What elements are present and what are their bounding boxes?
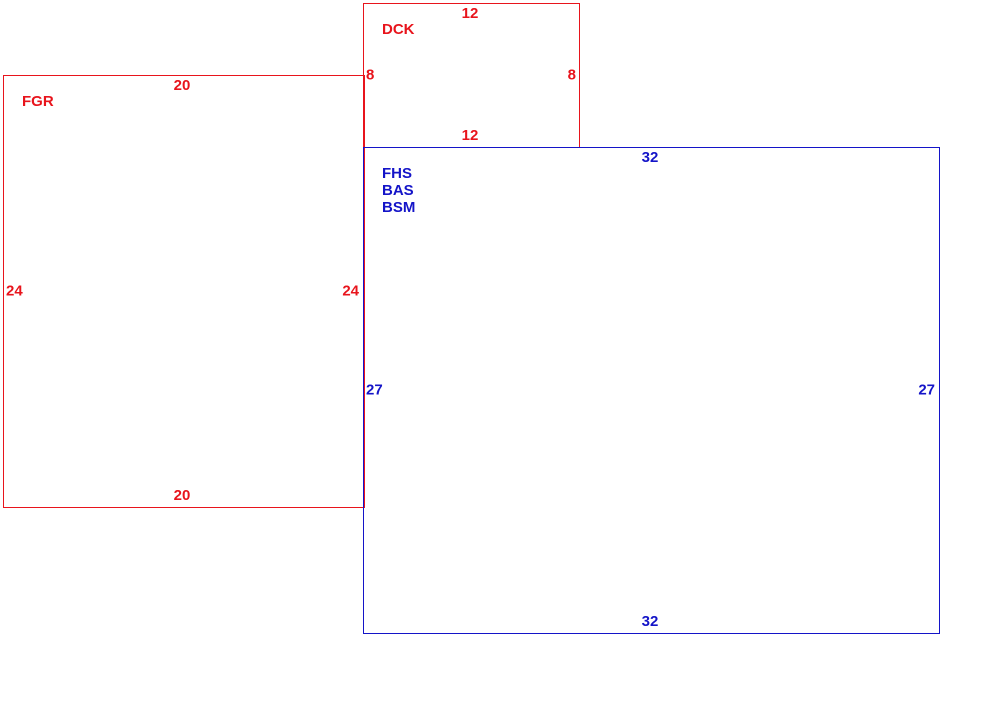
dck-dim-left: 8 xyxy=(366,66,375,84)
main-dim-left: 27 xyxy=(366,381,383,399)
main-dim-top: 32 xyxy=(641,149,659,166)
fgr-label: FGR xyxy=(22,93,54,110)
dck-dim-right: 8 xyxy=(567,66,576,84)
fgr-dim-bottom: 20 xyxy=(173,487,191,504)
dck-label: DCK xyxy=(382,21,415,38)
main-label-fhs: FHS xyxy=(382,165,412,182)
main-label-bsm: BSM xyxy=(382,199,416,216)
main-dim-right: 27 xyxy=(918,381,935,399)
dck-dim-top: 12 xyxy=(461,5,479,22)
dck-dim-bottom: 12 xyxy=(461,127,479,144)
fgr-dim-left: 24 xyxy=(6,282,23,300)
main-label-bas: BAS xyxy=(382,182,414,199)
main-area xyxy=(363,147,940,634)
fgr-dim-right: 24 xyxy=(342,282,359,300)
main-dim-bottom: 32 xyxy=(641,613,659,630)
fgr-area xyxy=(3,75,365,508)
fgr-dim-top: 20 xyxy=(173,77,191,94)
